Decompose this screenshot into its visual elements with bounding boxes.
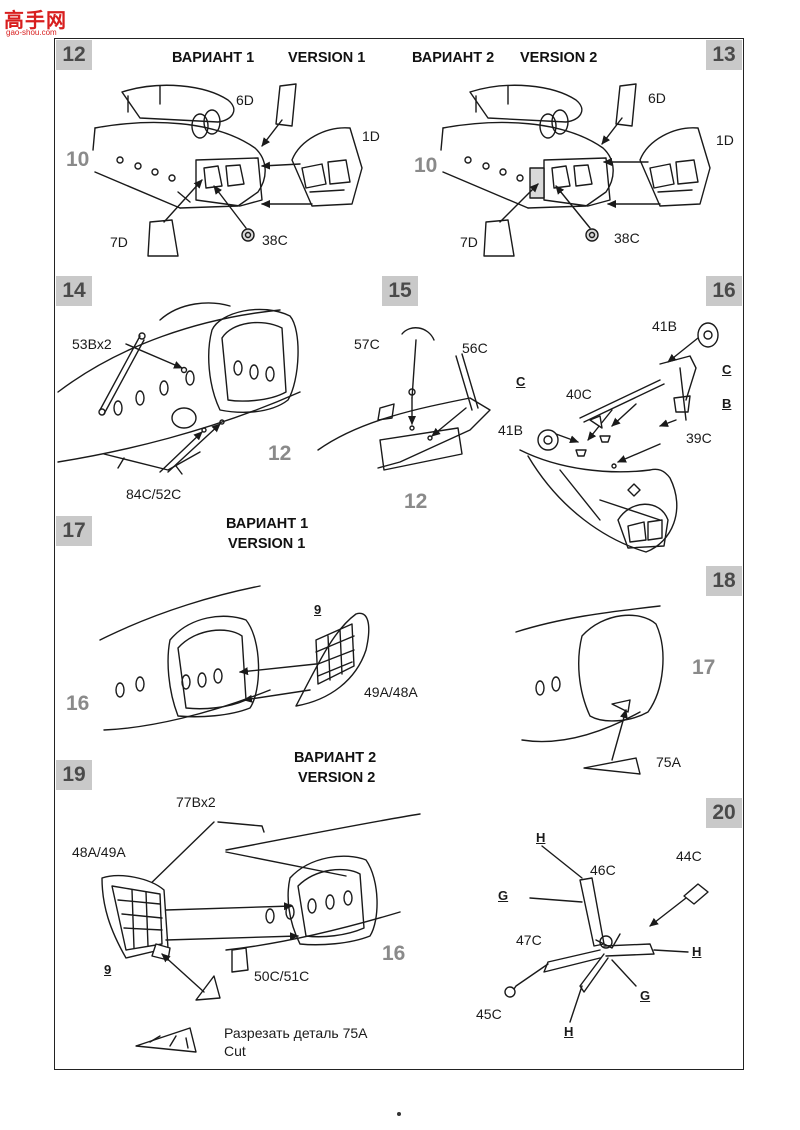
site-logo-text: 高手网 bbox=[4, 8, 67, 32]
variant2-en-header: VERSION 2 bbox=[520, 50, 598, 66]
step19-part-9: 9 bbox=[104, 962, 112, 977]
step17-ref: 16 bbox=[66, 692, 90, 715]
step15-drawing bbox=[317, 327, 491, 471]
step13-part-1d: 1D bbox=[716, 132, 734, 148]
step16-part-b: B bbox=[722, 396, 732, 411]
step13-drawing bbox=[440, 83, 711, 257]
step20-part-h-right: H bbox=[692, 944, 702, 959]
step20-part-46c: 46C bbox=[590, 862, 616, 878]
step15-part-57c: 57C bbox=[354, 336, 380, 352]
step12-drawing bbox=[92, 83, 363, 257]
cut-note-ru: Разрезать деталь 75A bbox=[224, 1025, 368, 1041]
step14-ref: 12 bbox=[268, 442, 292, 465]
step16-part-c-right: C bbox=[722, 362, 732, 377]
step13-part-38c: 38C bbox=[614, 230, 640, 246]
step20-part-45c: 45C bbox=[476, 1006, 502, 1022]
site-logo: 高手网 gao-shou.com bbox=[4, 4, 76, 37]
step-number-19: 19 bbox=[56, 760, 92, 790]
step19-variant-en: VERSION 2 bbox=[298, 770, 376, 786]
step19-part-48a-49a: 48A/49A bbox=[72, 844, 126, 860]
step12-part-7d: 7D bbox=[110, 234, 128, 250]
step17-drawing bbox=[99, 585, 370, 731]
step14-part-84c-52c: 84C/52C bbox=[126, 486, 182, 502]
step20-drawing bbox=[504, 845, 709, 1023]
step20-part-g-right: G bbox=[640, 988, 651, 1003]
step19-part-50c-51c: 50C/51C bbox=[254, 968, 310, 984]
step-number-12: 12 bbox=[56, 40, 92, 70]
step-number-14: 14 bbox=[56, 276, 92, 306]
step19-drawing bbox=[101, 813, 421, 1053]
site-logo-sub: gao-shou.com bbox=[6, 28, 57, 37]
step-number-17: 17 bbox=[56, 516, 92, 546]
step14-drawing bbox=[57, 302, 301, 475]
step18-drawing bbox=[515, 605, 664, 775]
step12-part-38c: 38C bbox=[262, 232, 288, 248]
step16-part-c-left: C bbox=[516, 374, 526, 389]
step20-part-g-left: G bbox=[498, 888, 509, 903]
step12-ref: 10 bbox=[66, 148, 90, 171]
step-number-13: 13 bbox=[706, 40, 742, 70]
step16-part-41b-left: 41B bbox=[498, 422, 523, 438]
step18-part-75a: 75A bbox=[656, 754, 681, 770]
cut-note-en: Cut bbox=[224, 1043, 246, 1059]
step13-ref: 10 bbox=[414, 154, 438, 177]
step20-part-h-top: H bbox=[536, 830, 546, 845]
step16-part-40c: 40C bbox=[566, 386, 592, 402]
step20-part-h-bottom: H bbox=[564, 1024, 574, 1039]
step15-part-56c: 56C bbox=[462, 340, 488, 356]
step16-part-39c: 39C bbox=[686, 430, 712, 446]
step13-part-7d: 7D bbox=[460, 234, 478, 250]
page-frame bbox=[54, 38, 744, 1070]
step19-variant-ru: ВАРИАНТ 2 bbox=[294, 750, 377, 766]
variant1-en-header: VERSION 1 bbox=[288, 50, 366, 66]
step14-part-53b: 53Bx2 bbox=[72, 336, 112, 352]
step16-part-41b-top: 41B bbox=[652, 318, 677, 334]
step-number-18: 18 bbox=[706, 566, 742, 596]
step20-part-44c: 44C bbox=[676, 848, 702, 864]
step17-variant-ru: ВАРИАНТ 1 bbox=[226, 516, 309, 532]
step15-ref: 12 bbox=[404, 490, 428, 513]
variant1-ru-header: ВАРИАНТ 1 bbox=[172, 50, 255, 66]
step17-part-49a-48a: 49A/48A bbox=[364, 684, 418, 700]
step19-part-77b: 77Bx2 bbox=[176, 794, 216, 810]
step-number-16: 16 bbox=[706, 276, 742, 306]
step16-drawing bbox=[519, 322, 719, 553]
step12-part-1d: 1D bbox=[362, 128, 380, 144]
step-number-20: 20 bbox=[706, 798, 742, 828]
step-number-15: 15 bbox=[382, 276, 418, 306]
page-dot bbox=[397, 1112, 401, 1116]
step12-part-6d: 6D bbox=[236, 92, 254, 108]
step18-ref: 17 bbox=[692, 656, 716, 679]
step17-variant-en: VERSION 1 bbox=[228, 536, 306, 552]
variant2-ru-header: ВАРИАНТ 2 bbox=[412, 50, 495, 66]
step17-part-9: 9 bbox=[314, 602, 322, 617]
step20-part-47c: 47C bbox=[516, 932, 542, 948]
step13-part-6d: 6D bbox=[648, 90, 666, 106]
step19-ref: 16 bbox=[382, 942, 406, 965]
